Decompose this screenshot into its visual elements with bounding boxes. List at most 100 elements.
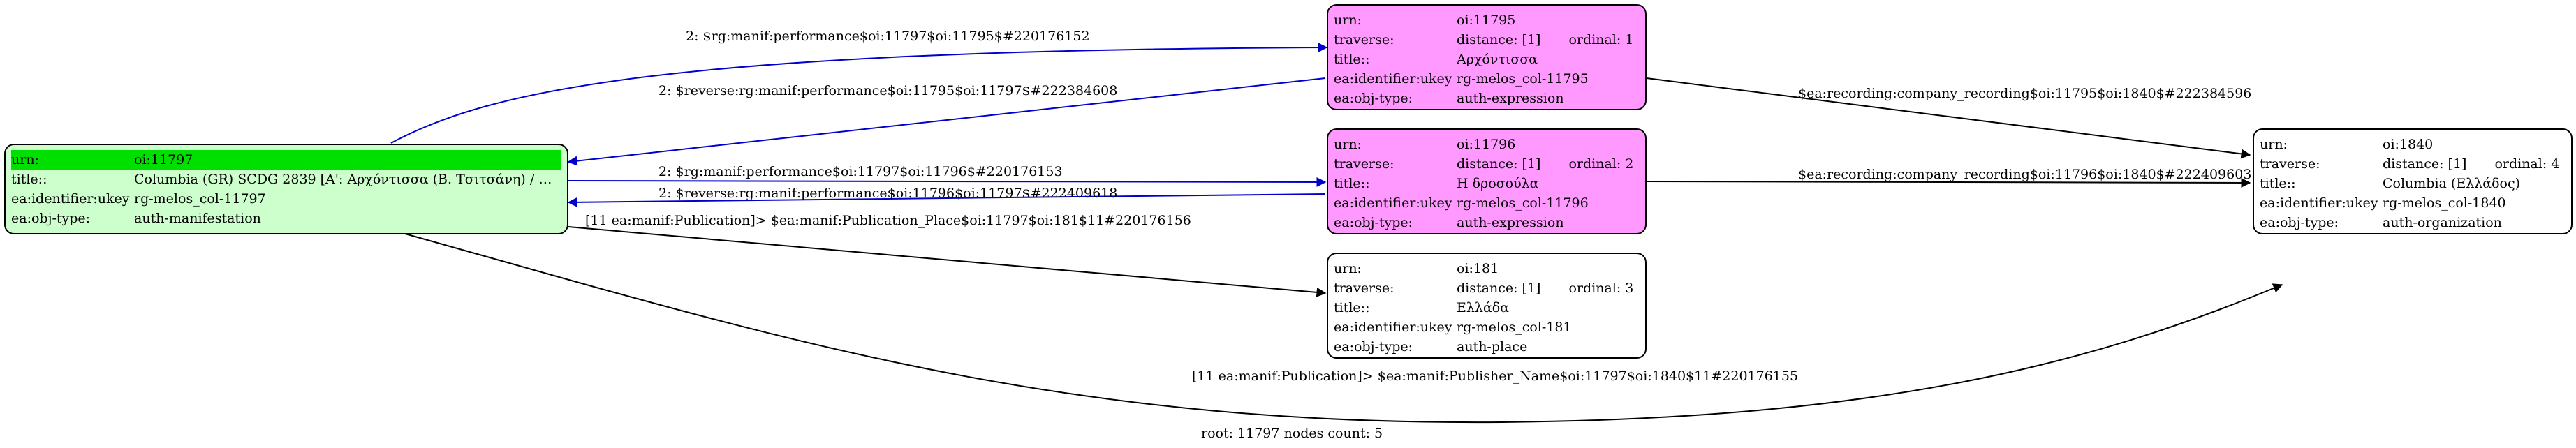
node-row-ukey: ea:identifier:ukey rg-melos_col-1840 bbox=[2260, 193, 2566, 213]
node-11795[interactable]: urn: oi:11795 traverse: distance: [1] or… bbox=[1327, 4, 1647, 110]
graph-footer-label: root: 11797 nodes count: 5 bbox=[1201, 426, 1383, 441]
node-row-objtype: ea:obj-type: auth-organization bbox=[2260, 213, 2566, 232]
edge-root-to-181 bbox=[568, 226, 1327, 297]
node-row-objtype: ea:obj-type: auth-expression bbox=[1334, 213, 1640, 232]
key-title: title:: bbox=[11, 172, 47, 187]
key-title: title:: bbox=[1334, 176, 1370, 191]
edge-label-root-to-11796: 2: $rg:manif:performance$oi:11797$oi:117… bbox=[658, 164, 1063, 179]
node-row-urn: urn: oi:1840 bbox=[2260, 135, 2566, 154]
node-row-traverse: traverse: distance: [1] ordinal: 2 bbox=[1334, 154, 1640, 174]
value-urn: oi:181 bbox=[1457, 261, 1499, 276]
key-urn: urn: bbox=[1334, 137, 1362, 152]
key-objtype: ea:obj-type: bbox=[2260, 215, 2339, 230]
edge-root-to-11795 bbox=[390, 43, 1328, 144]
value-urn: oi:11796 bbox=[1457, 137, 1516, 152]
node-row-ukey: ea:identifier:ukey rg-melos_col-181 bbox=[1334, 318, 1640, 337]
value-ordinal: ordinal: 3 bbox=[1568, 281, 1634, 296]
node-row-ukey: ea:identifier:ukey rg-melos_col-11795 bbox=[1334, 69, 1640, 89]
key-objtype: ea:obj-type: bbox=[1334, 91, 1413, 106]
key-traverse: traverse: bbox=[1334, 281, 1394, 296]
node-row-title: title:: Columbia (Ελλάδος) bbox=[2260, 174, 2566, 193]
value-objtype: auth-expression bbox=[1457, 215, 1564, 230]
value-ukey: rg-melos_col-11796 bbox=[1457, 195, 1589, 211]
key-objtype: ea:obj-type: bbox=[11, 211, 91, 226]
node-row-objtype: ea:obj-type: auth-place bbox=[1334, 337, 1640, 357]
value-urn: oi:11795 bbox=[1457, 13, 1516, 28]
value-objtype: auth-organization bbox=[2383, 215, 2502, 230]
value-title: Ελλάδα bbox=[1457, 300, 1510, 315]
key-traverse: traverse: bbox=[2260, 156, 2320, 172]
node-11796[interactable]: urn: oi:11796 traverse: distance: [1] or… bbox=[1327, 128, 1647, 234]
node-row-objtype: ea:obj-type: auth-manifestation bbox=[11, 209, 561, 228]
edge-label-root-to-11795: 2: $rg:manif:performance$oi:11797$oi:117… bbox=[686, 29, 1090, 44]
value-ukey: rg-melos_col-11797 bbox=[134, 191, 266, 207]
node-row-title: title:: Η δροσούλα bbox=[1334, 174, 1640, 193]
key-objtype: ea:obj-type: bbox=[1334, 339, 1413, 354]
node-1840[interactable]: urn: oi:1840 traverse: distance: [1] ord… bbox=[2253, 128, 2573, 234]
key-ukey: ea:identifier:ukey bbox=[11, 191, 130, 207]
key-urn: urn: bbox=[11, 152, 39, 167]
edge-11796-to-1840 bbox=[1646, 177, 2251, 188]
value-title: Η δροσούλα bbox=[1457, 176, 1539, 191]
node-row-urn: urn: oi:11796 bbox=[1334, 135, 1640, 154]
edge-label-11796-to-root: 2: $reverse:rg:manif:performance$oi:1179… bbox=[658, 186, 1117, 201]
value-traverse: distance: [1] bbox=[1457, 156, 1541, 172]
node-row-objtype: ea:obj-type: auth-expression bbox=[1334, 89, 1640, 108]
edge-label-11795-to-1840: $ea:recording:company_recording$oi:11795… bbox=[1798, 86, 2251, 101]
node-row-ukey: ea:identifier:ukey rg-melos_col-11796 bbox=[1334, 193, 1640, 213]
edge-11795-to-root bbox=[567, 77, 1326, 166]
node-row-urn: urn: oi:181 bbox=[1334, 259, 1640, 278]
edge-11796-to-root bbox=[567, 193, 1326, 207]
edge-label-11795-to-root: 2: $reverse:rg:manif:performance$oi:1179… bbox=[658, 83, 1117, 98]
value-ordinal: ordinal: 4 bbox=[2494, 156, 2560, 172]
value-ordinal: ordinal: 2 bbox=[1568, 156, 1634, 172]
node-row-urn: urn: oi:11797 bbox=[11, 150, 561, 170]
node-row-ukey: ea:identifier:ukey rg-melos_col-11797 bbox=[11, 189, 561, 209]
value-traverse: distance: [1] bbox=[2383, 156, 2467, 172]
edge-root-to-11796 bbox=[568, 177, 1327, 187]
value-objtype: auth-manifestation bbox=[134, 211, 261, 226]
node-row-urn: urn: oi:11795 bbox=[1334, 10, 1640, 30]
edge-11795-to-1840 bbox=[1646, 77, 2251, 159]
key-traverse: traverse: bbox=[1334, 32, 1394, 47]
edge-label-11796-to-1840: $ea:recording:company_recording$oi:11796… bbox=[1798, 167, 2251, 182]
node-row-title: title:: Columbia (GR) SCDG 2839 [Α': Αρχ… bbox=[11, 170, 561, 189]
key-ukey: ea:identifier:ukey bbox=[1334, 71, 1452, 87]
key-ukey: ea:identifier:ukey bbox=[2260, 195, 2378, 211]
key-traverse: traverse: bbox=[1334, 156, 1394, 172]
edge-root-to-1840 bbox=[404, 233, 2283, 424]
node-row-traverse: traverse: distance: [1] ordinal: 3 bbox=[1334, 278, 1640, 298]
key-urn: urn: bbox=[1334, 261, 1362, 276]
value-ukey: rg-melos_col-181 bbox=[1457, 320, 1572, 335]
node-row-title: title:: Αρχόντισσα bbox=[1334, 50, 1640, 69]
node-row-traverse: traverse: distance: [1] ordinal: 4 bbox=[2260, 154, 2566, 174]
value-title: Αρχόντισσα bbox=[1457, 52, 1538, 67]
key-urn: urn: bbox=[2260, 137, 2288, 152]
value-urn: oi:1840 bbox=[2383, 137, 2434, 152]
value-objtype: auth-expression bbox=[1457, 91, 1564, 106]
key-urn: urn: bbox=[1334, 13, 1362, 28]
value-title: Columbia (Ελλάδος) bbox=[2383, 176, 2521, 191]
edge-label-root-to-181: [11 ea:manif:Publication]> $ea:manif:Pub… bbox=[585, 213, 1191, 228]
value-urn: oi:11797 bbox=[134, 152, 193, 167]
key-title: title:: bbox=[1334, 300, 1370, 315]
node-row-traverse: traverse: distance: [1] ordinal: 1 bbox=[1334, 30, 1640, 50]
node-root-11797[interactable]: urn: oi:11797 title:: Columbia (GR) SCDG… bbox=[4, 144, 568, 234]
key-ukey: ea:identifier:ukey bbox=[1334, 320, 1452, 335]
node-181[interactable]: urn: oi:181 traverse: distance: [1] ordi… bbox=[1327, 253, 1647, 359]
edge-label-root-to-1840: [11 ea:manif:Publication]> $ea:manif:Pub… bbox=[1192, 368, 1798, 384]
node-row-title: title:: Ελλάδα bbox=[1334, 298, 1640, 318]
value-objtype: auth-place bbox=[1457, 339, 1528, 354]
value-ordinal: ordinal: 1 bbox=[1568, 32, 1634, 47]
value-ukey: rg-melos_col-11795 bbox=[1457, 71, 1589, 87]
key-title: title:: bbox=[1334, 52, 1370, 67]
value-traverse: distance: [1] bbox=[1457, 32, 1541, 47]
value-traverse: distance: [1] bbox=[1457, 281, 1541, 296]
key-ukey: ea:identifier:ukey bbox=[1334, 195, 1452, 211]
value-ukey: rg-melos_col-1840 bbox=[2383, 195, 2506, 211]
key-objtype: ea:obj-type: bbox=[1334, 215, 1413, 230]
value-title: Columbia (GR) SCDG 2839 [Α': Αρχόντισσα … bbox=[134, 172, 561, 187]
key-title: title:: bbox=[2260, 176, 2296, 191]
